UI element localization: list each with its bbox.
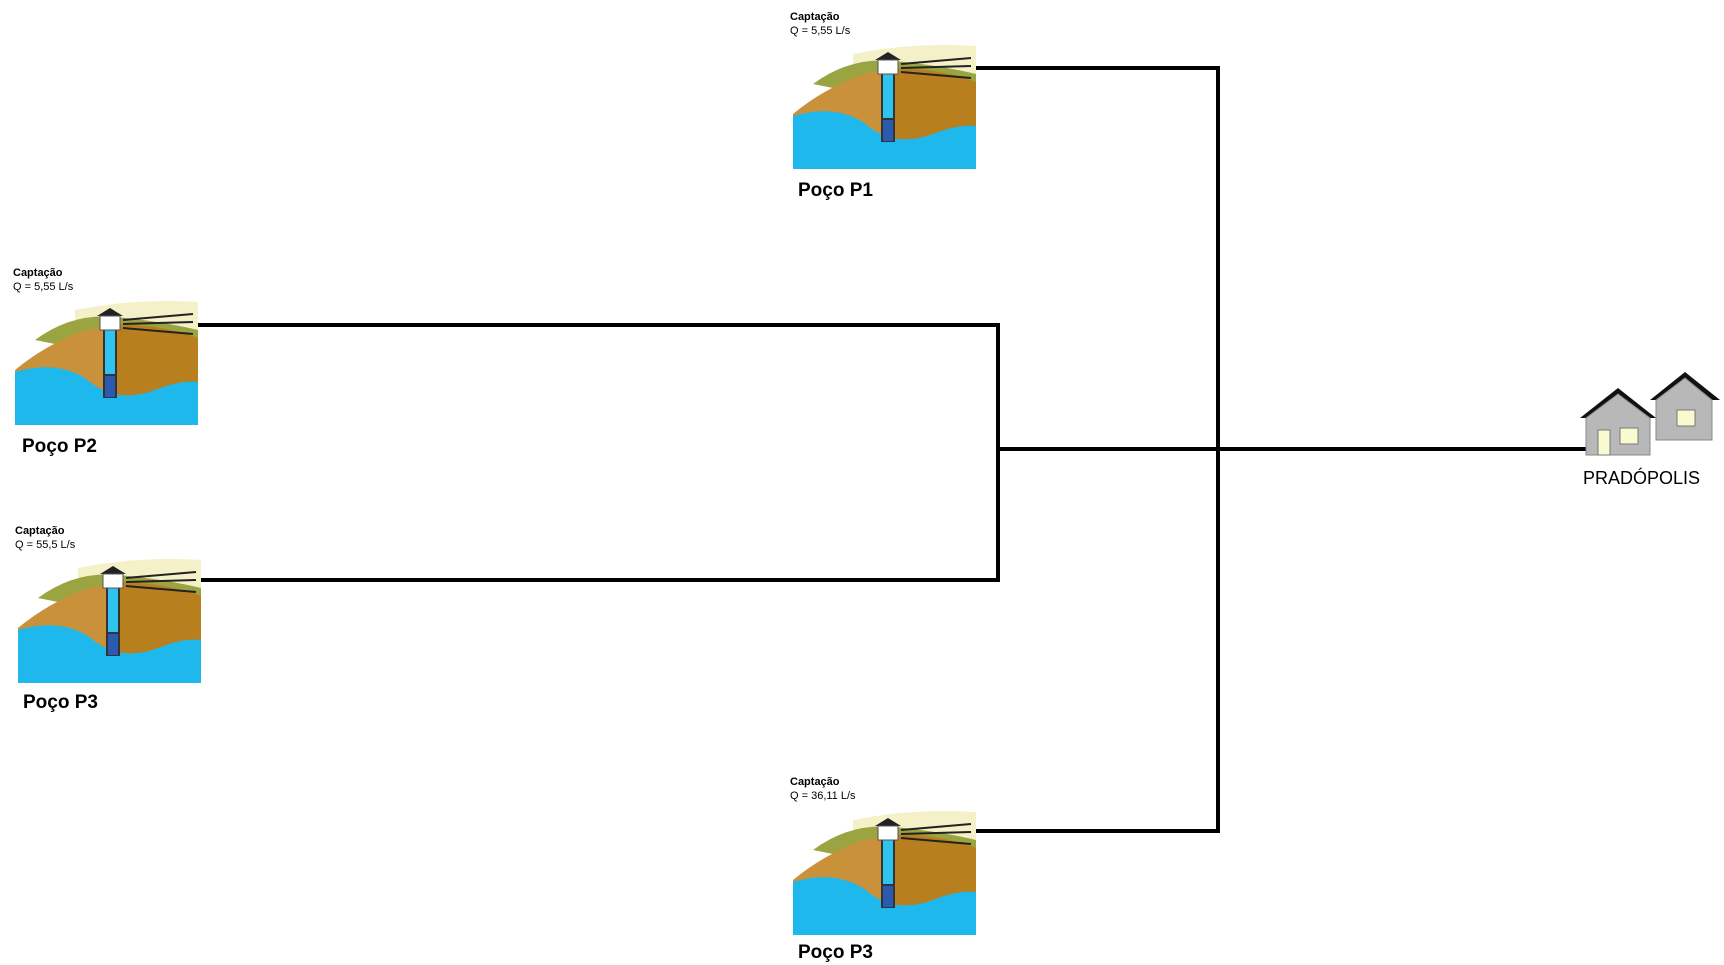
caption-flow: Q = 5,55 L/s bbox=[790, 25, 851, 37]
well-p3-left-icon bbox=[18, 558, 201, 683]
well-p1-caption: Captação Q = 5,55 L/s bbox=[790, 10, 850, 38]
city-houses-icon bbox=[1580, 372, 1720, 456]
pipe-p2 bbox=[191, 323, 1000, 582]
well-p3-bottom-caption: Captação Q = 36,11 L/s bbox=[790, 775, 856, 803]
well-p2-icon bbox=[15, 300, 198, 425]
caption-title: Captação bbox=[790, 11, 840, 23]
caption-title: Captação bbox=[13, 267, 63, 279]
city-name: PRADÓPOLIS bbox=[1583, 468, 1701, 488]
well-p3-left-caption: Captação Q = 55,5 L/s bbox=[15, 524, 75, 552]
well-p2-caption: Captação Q = 5,55 L/s bbox=[13, 266, 73, 294]
well-p1-name: Poço P1 bbox=[798, 180, 873, 201]
caption-flow: Q = 55,5 L/s bbox=[15, 539, 76, 551]
well-p3-left-name: Poço P3 bbox=[23, 692, 98, 713]
caption-flow: Q = 36,11 L/s bbox=[790, 790, 856, 802]
well-p1-icon bbox=[793, 44, 976, 169]
pipe-p1 bbox=[966, 66, 1220, 833]
well-p3-bottom-name: Poço P3 bbox=[798, 942, 873, 963]
caption-flow: Q = 5,55 L/s bbox=[13, 281, 74, 293]
caption-title: Captação bbox=[15, 525, 65, 537]
caption-title: Captação bbox=[790, 776, 840, 788]
well-p3-bottom-icon bbox=[793, 810, 976, 935]
well-p2-name: Poço P2 bbox=[22, 436, 97, 457]
